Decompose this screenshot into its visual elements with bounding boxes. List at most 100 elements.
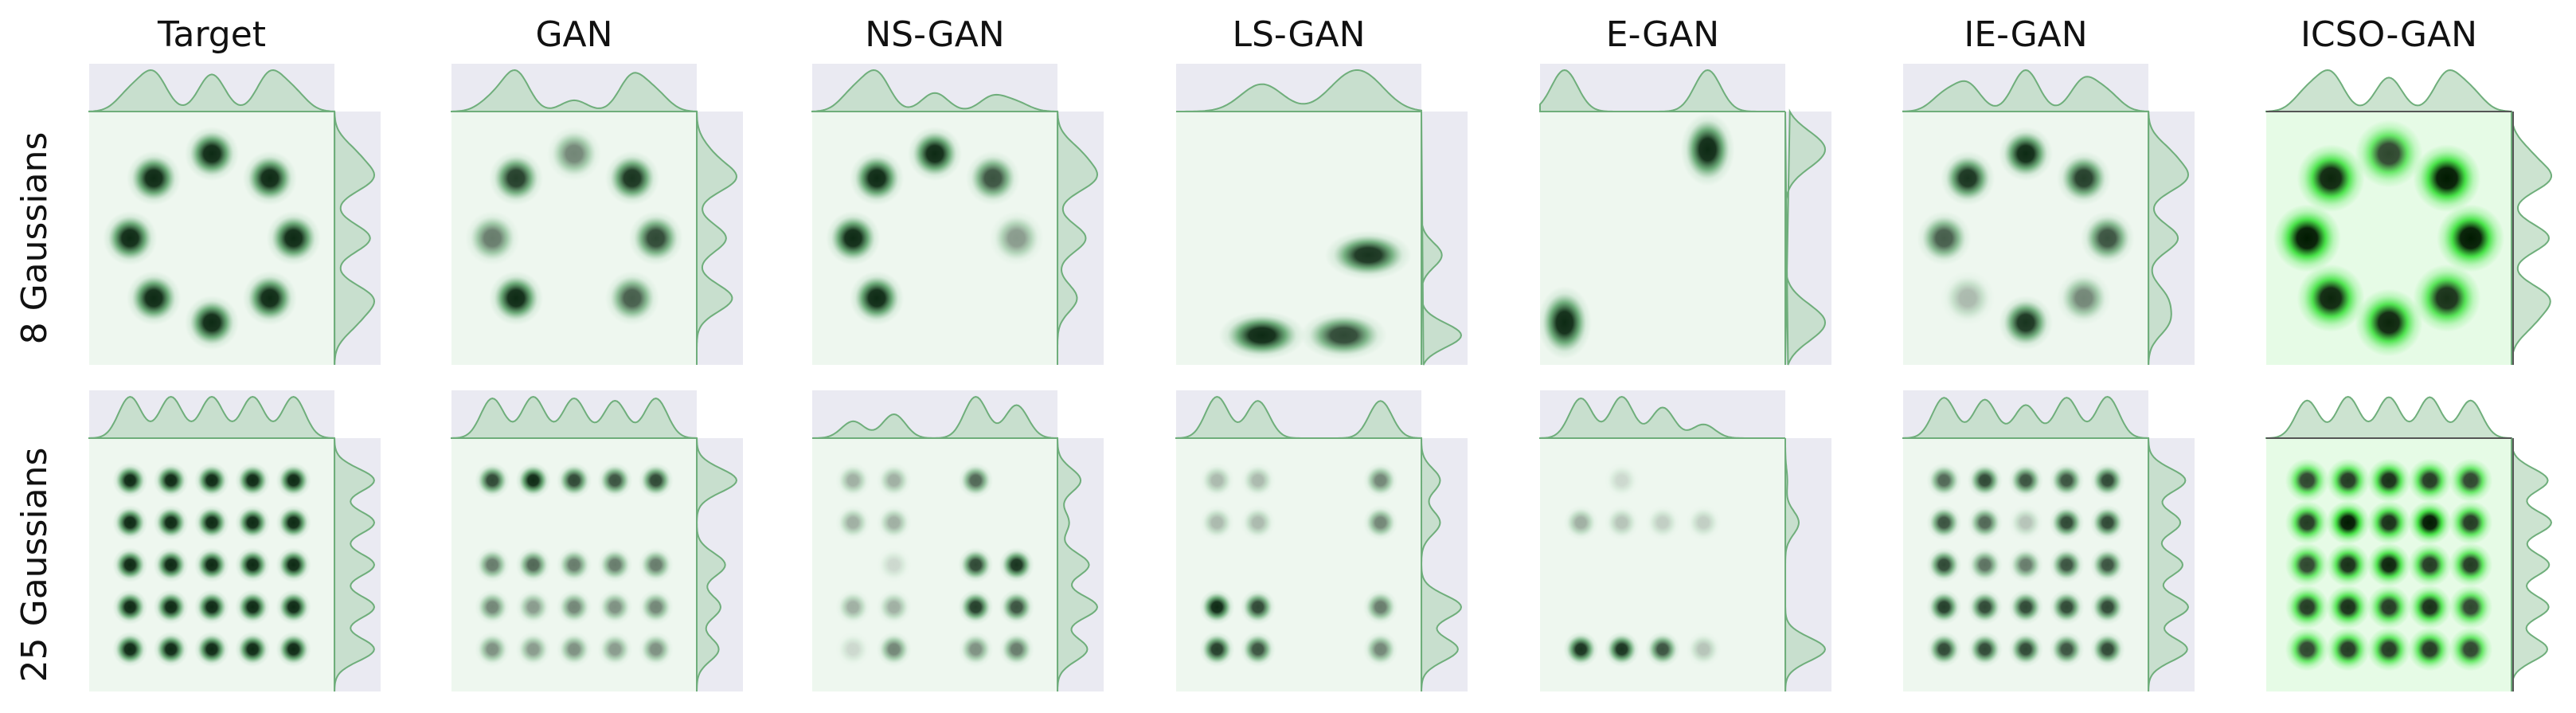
density-mode-5 [1563, 632, 1599, 667]
density-mode-6 [103, 211, 158, 265]
top-marginal-kde [1539, 69, 1785, 112]
density-mode-13 [2049, 547, 2085, 582]
density-mode-10 [958, 590, 994, 625]
density-mode-20 [2285, 627, 2329, 672]
panel-25-gaussians-icso-gan [2265, 395, 2553, 692]
density-mode-6 [2273, 204, 2341, 272]
density-mode-13 [235, 547, 271, 582]
panel-8-gaussians-ns-gan [811, 64, 1104, 366]
density-mode-18 [2407, 585, 2452, 629]
density-mode-2 [958, 463, 994, 498]
top-marginal-kde [451, 395, 698, 439]
density-mode-7 [557, 547, 592, 582]
density-mode-14 [958, 632, 994, 667]
density-mode-13 [876, 632, 912, 667]
density-mode-2 [989, 211, 1044, 265]
density-mode-2 [1300, 311, 1387, 360]
density-mode-5 [876, 547, 912, 582]
density-mode-3 [2413, 264, 2481, 332]
top-marginal-kde [451, 69, 698, 112]
density-mode-6 [1604, 632, 1640, 667]
density-mode-0 [185, 127, 239, 181]
density-mode-1 [1563, 505, 1599, 540]
density-mode-0 [1999, 127, 2053, 181]
density-blobs [826, 127, 1044, 326]
density-mode-0 [908, 127, 962, 181]
density-mode-10 [475, 590, 510, 625]
right-marginal-kde [2148, 437, 2190, 692]
panel-8-gaussians-ie-gan [1902, 64, 2195, 366]
density-mode-0 [2285, 458, 2329, 503]
density-mode-4 [1686, 505, 1722, 540]
top-marginal-kde [1902, 69, 2149, 112]
density-mode-10 [112, 547, 148, 582]
density-mode-14 [638, 590, 674, 625]
density-blobs [465, 127, 683, 326]
density-mode-3 [604, 271, 659, 326]
top-marginal-kde [88, 69, 335, 112]
density-mode-4 [489, 271, 544, 326]
density-blobs [475, 463, 674, 667]
density-mode-13 [2407, 543, 2452, 587]
density-mode-5 [1926, 505, 1962, 540]
row-label-8-gaussians: 8 Gaussians [14, 132, 55, 345]
density-mode-8 [1686, 632, 1722, 667]
column-title-ls-gan: LS-GAN [1232, 14, 1365, 55]
density-mode-11 [1967, 547, 2003, 582]
panel-25-gaussians-gan [451, 390, 743, 692]
density-mode-1 [965, 151, 1020, 206]
right-marginal-kde [334, 437, 376, 692]
density-mode-13 [597, 590, 633, 625]
density-mode-23 [2049, 632, 2085, 667]
panel-8-gaussians-ls-gan [1176, 64, 1468, 366]
density-mode-16 [515, 632, 551, 667]
density-mode-21 [153, 632, 189, 667]
density-mode-15 [112, 590, 148, 625]
density-mode-5 [465, 211, 520, 265]
column-title-e-gan: E-GAN [1606, 14, 1719, 55]
density-mode-4 [2089, 463, 2125, 498]
right-marginal-kde [334, 111, 376, 366]
density-mode-19 [276, 590, 311, 625]
panel-8-gaussians-e-gan [1539, 64, 1831, 366]
density-blobs [103, 127, 321, 350]
column-title-ie-gan: IE-GAN [1964, 14, 2087, 55]
density-mode-24 [2089, 632, 2125, 667]
density-mode-17 [194, 590, 229, 625]
density-mode-22 [194, 632, 229, 667]
right-marginal-kde [1421, 437, 1463, 692]
density-mode-18 [2049, 590, 2085, 625]
density-mode-1 [153, 463, 189, 498]
panel-25-gaussians-ls-gan [1175, 390, 1468, 692]
density-mode-9 [2449, 500, 2493, 545]
density-mode-1 [1540, 286, 1592, 359]
density-mode-1 [1967, 463, 2003, 498]
row-label-25-gaussians: 25 Gaussians [14, 448, 55, 683]
density-mode-14 [276, 547, 311, 582]
density-mode-22 [2367, 627, 2411, 672]
density-mode-2 [2367, 458, 2411, 503]
column-title-ns-gan: NS-GAN [865, 14, 1004, 55]
density-mode-5 [2297, 264, 2365, 332]
density-mode-12 [835, 632, 871, 667]
density-mode-4 [826, 211, 881, 265]
density-mode-8 [835, 590, 871, 625]
density-mode-3 [1199, 505, 1235, 540]
density-mode-17 [2008, 590, 2043, 625]
density-mode-7 [1941, 151, 1996, 206]
density-mode-15 [1926, 590, 1962, 625]
density-mode-6 [1967, 505, 2003, 540]
density-blobs [1218, 230, 1412, 360]
top-marginal-kde [1902, 395, 2149, 439]
density-mode-7 [2008, 505, 2043, 540]
density-mode-4 [1999, 296, 2053, 350]
density-blobs [1926, 463, 2125, 667]
density-mode-0 [1324, 230, 1412, 280]
density-mode-0 [835, 463, 871, 498]
top-marginal-kde [2265, 395, 2512, 439]
density-mode-8 [2049, 505, 2085, 540]
density-mode-9 [276, 505, 311, 540]
density-mode-8 [1362, 590, 1398, 625]
density-mode-20 [1926, 632, 1962, 667]
density-blobs [1199, 463, 1398, 667]
